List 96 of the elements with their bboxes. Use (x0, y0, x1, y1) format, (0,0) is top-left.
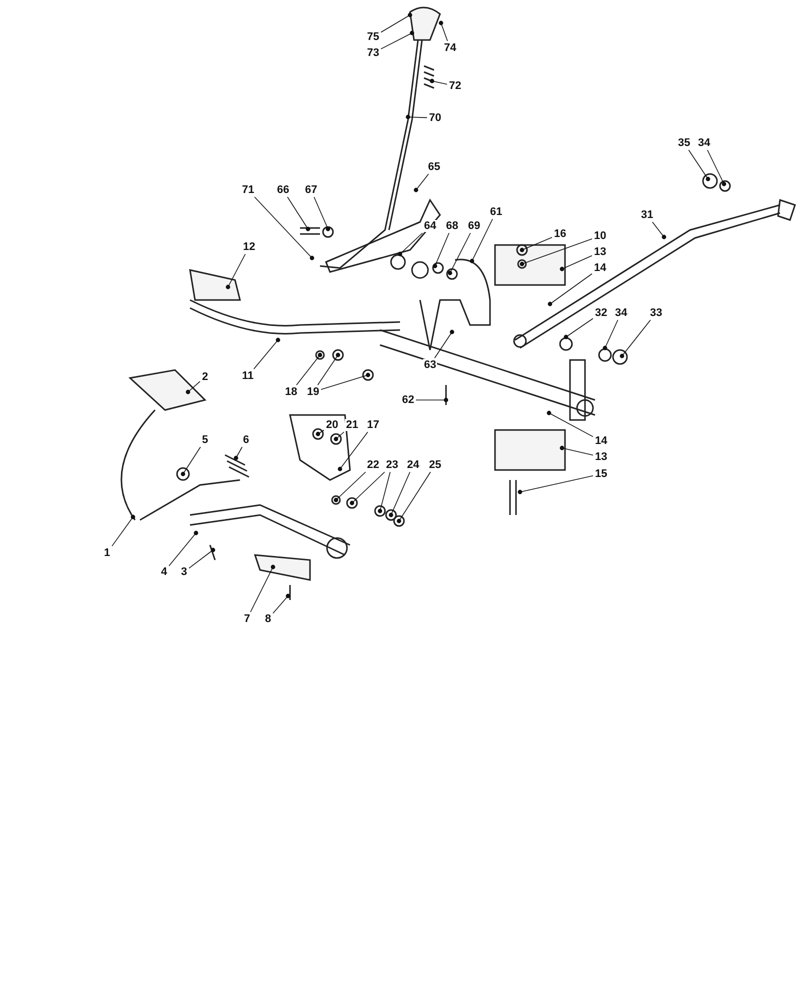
callout-number: 18 (284, 386, 298, 398)
callout-number: 13 (593, 246, 608, 258)
leader-line (296, 352, 322, 386)
callout-number: 10 (593, 230, 608, 242)
leader-line (254, 196, 314, 260)
callout-number: 12 (242, 241, 256, 253)
callout-number: 4 (160, 566, 168, 578)
callout-number: 62 (401, 394, 416, 406)
leader-line (287, 196, 310, 232)
callout-number: 19 (306, 386, 320, 398)
leader-line (416, 398, 448, 402)
callout-number: 34 (614, 307, 628, 319)
leader-line (234, 446, 243, 460)
callout-number: 23 (385, 459, 400, 471)
callout-number: 68 (445, 220, 460, 232)
leader-line (548, 273, 592, 306)
leader-line (388, 472, 410, 518)
callout-number: 74 (443, 42, 458, 54)
callout-number: 21 (345, 419, 360, 431)
leader-line (250, 564, 276, 612)
callout-number: 1 (103, 547, 112, 559)
callout-number: 35 (677, 137, 692, 149)
leader-line (188, 548, 216, 569)
leader-line (520, 236, 552, 252)
leader-line (334, 432, 344, 442)
callout-number: 15 (594, 468, 608, 480)
leader-line (398, 232, 423, 256)
callout-number: 3 (180, 566, 188, 578)
callout-number: 5 (201, 434, 210, 446)
leader-line (518, 475, 594, 494)
leader-line (168, 530, 198, 566)
leader-line (406, 114, 428, 120)
leader-line (602, 320, 618, 350)
callout-number: 71 (241, 184, 256, 196)
callout-number: 11 (241, 370, 255, 382)
leader-line (564, 318, 594, 340)
leader-line (470, 218, 493, 264)
leader-line (334, 472, 366, 502)
callout-number: 33 (649, 307, 664, 319)
leader-line (253, 338, 280, 370)
leader-line (707, 150, 726, 186)
callout-number: 75 (366, 31, 380, 43)
leader-line (314, 196, 330, 232)
callout-number: 31 (640, 209, 654, 221)
leader-line (320, 372, 370, 390)
leader-line (112, 514, 136, 546)
callout-number: 22 (366, 459, 380, 471)
leader-line (380, 12, 412, 33)
callout-number: 25 (428, 459, 442, 471)
callout-number: 8 (264, 613, 272, 625)
leader-line (620, 320, 651, 358)
leader-line (560, 255, 592, 272)
leader-line (520, 238, 592, 266)
callout-number: 64 (423, 220, 438, 232)
leader-line (560, 446, 594, 456)
leader-line (434, 330, 454, 358)
leader-line (414, 174, 429, 192)
callout-number: 2 (201, 371, 210, 383)
callout-number: 14 (594, 435, 608, 447)
leader-line (338, 432, 368, 472)
callout-number: 20 (325, 419, 340, 431)
leader-line (186, 381, 200, 394)
callout-number: 72 (448, 80, 462, 92)
leader-line (180, 446, 201, 476)
leader-line (350, 472, 386, 506)
callout-number: 70 (428, 112, 442, 124)
leader-line (226, 254, 246, 290)
leader-line (396, 472, 431, 524)
callout-number: 69 (467, 220, 482, 232)
leader-line (546, 410, 594, 438)
callout-number: 7 (243, 613, 252, 625)
callout-number: 24 (406, 459, 420, 471)
leader-line (430, 78, 448, 85)
callout-number: 6 (242, 434, 250, 446)
callout-number: 14 (593, 262, 608, 274)
leader-line (438, 20, 448, 42)
leader-line (378, 472, 391, 514)
callout-number: 61 (489, 206, 504, 218)
callout-number: 66 (276, 184, 290, 196)
callout-number: 13 (594, 451, 608, 463)
leader-line (688, 150, 710, 182)
callout-number: 32 (594, 307, 608, 319)
leader-line (316, 430, 324, 436)
leader-line (652, 222, 666, 240)
leader-line (317, 352, 340, 386)
leader-line (432, 232, 450, 268)
leader-line (272, 594, 290, 614)
callout-number: 16 (553, 228, 568, 240)
callout-number: 67 (304, 184, 318, 196)
callout-number: 63 (423, 359, 438, 371)
callout-number: 73 (366, 47, 380, 59)
leader-line (380, 30, 414, 50)
callout-number: 65 (427, 161, 442, 173)
callout-number: 34 (697, 137, 712, 149)
leader-line (448, 232, 471, 276)
callout-number: 17 (366, 419, 380, 431)
